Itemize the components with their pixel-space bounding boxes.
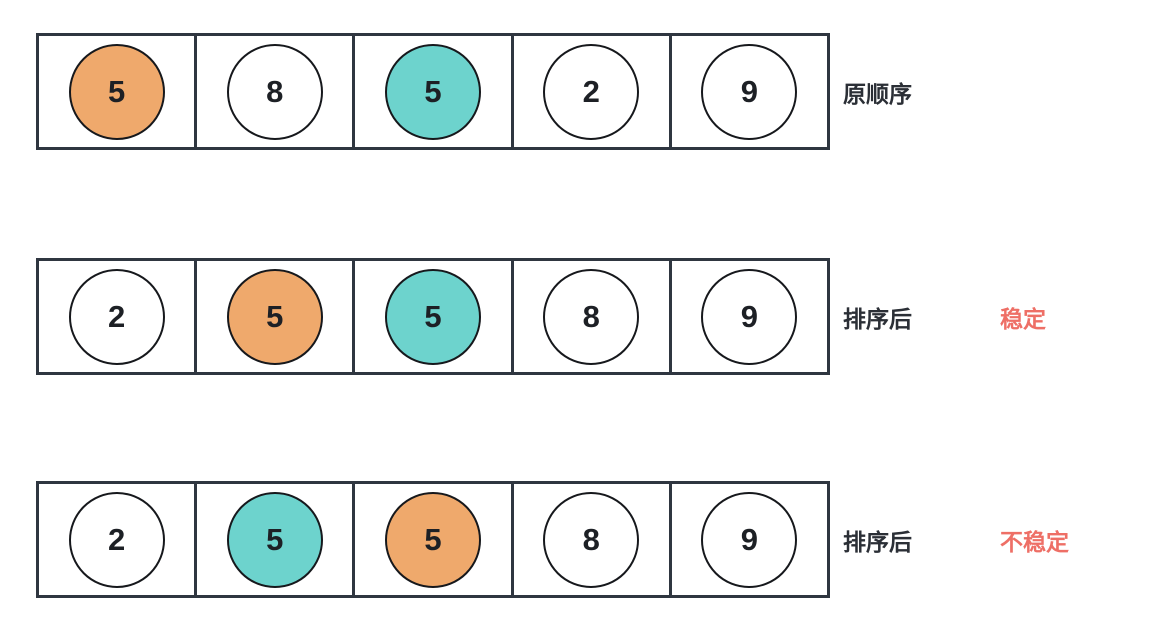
array-node-value: 9 [740, 299, 759, 334]
array-cell[interactable]: 9 [672, 484, 827, 595]
array-node[interactable]: 5 [385, 491, 481, 588]
array-cell[interactable]: 5 [197, 261, 356, 372]
array-node-value: 2 [107, 522, 126, 557]
array-cell[interactable]: 5 [355, 36, 514, 147]
array-cell[interactable]: 9 [672, 36, 827, 147]
array-strip: 2 5 5 8 9 [36, 258, 830, 375]
array-node-value: 5 [107, 74, 126, 109]
array-node-value: 5 [424, 522, 442, 557]
array-cell[interactable]: 5 [355, 261, 514, 372]
array-node[interactable]: 2 [543, 43, 640, 140]
array-node[interactable]: 2 [68, 491, 165, 588]
array-node-value: 8 [266, 74, 284, 109]
array-cell[interactable]: 5 [197, 484, 356, 595]
stability-label-unstable: 不稳定 [1000, 528, 1069, 555]
array-node-value: 5 [266, 522, 284, 557]
array-node[interactable]: 5 [226, 491, 323, 588]
array-strip: 2 5 5 8 9 [36, 481, 830, 598]
stability-label-stable: 稳定 [1000, 305, 1046, 332]
array-node-value: 5 [424, 74, 442, 109]
array-node-value: 8 [582, 299, 600, 334]
array-cell[interactable]: 2 [514, 36, 672, 147]
array-node[interactable]: 5 [385, 43, 481, 140]
row-label-sorted: 排序后 [843, 305, 912, 332]
array-node[interactable]: 5 [385, 268, 481, 365]
array-cell[interactable]: 5 [39, 36, 198, 147]
array-cell[interactable]: 8 [514, 261, 672, 372]
array-node[interactable]: 5 [68, 43, 165, 140]
array-node[interactable]: 9 [701, 268, 798, 365]
array-node-value: 2 [107, 299, 126, 334]
array-row-original-order: 5 8 5 2 9 [0, 33, 1158, 151]
array-cell[interactable]: 9 [672, 261, 827, 372]
row-label-sorted: 排序后 [843, 528, 912, 555]
array-cell[interactable]: 2 [39, 484, 198, 595]
array-node-value: 2 [582, 74, 600, 109]
array-node-value: 9 [740, 74, 759, 109]
array-node[interactable]: 8 [543, 491, 640, 588]
row-label-original-order: 原顺序 [843, 80, 912, 107]
array-cell[interactable]: 5 [355, 484, 514, 595]
array-node-value: 8 [582, 522, 600, 557]
array-node[interactable]: 5 [226, 268, 323, 365]
array-node[interactable]: 9 [701, 43, 798, 140]
array-row-sorted-stable: 2 5 5 8 9 [0, 258, 1158, 376]
array-row-sorted-unstable: 2 5 5 8 9 [0, 481, 1158, 599]
array-cell[interactable]: 8 [514, 484, 672, 595]
array-node-value: 9 [740, 522, 759, 557]
array-node[interactable]: 2 [68, 268, 165, 365]
array-node-value: 5 [424, 299, 442, 334]
array-strip: 5 8 5 2 9 [36, 33, 830, 150]
array-node-value: 5 [266, 299, 284, 334]
array-node[interactable]: 9 [701, 491, 798, 588]
array-node[interactable]: 8 [543, 268, 640, 365]
array-cell[interactable]: 8 [197, 36, 356, 147]
array-cell[interactable]: 2 [39, 261, 198, 372]
array-node[interactable]: 8 [226, 43, 323, 140]
